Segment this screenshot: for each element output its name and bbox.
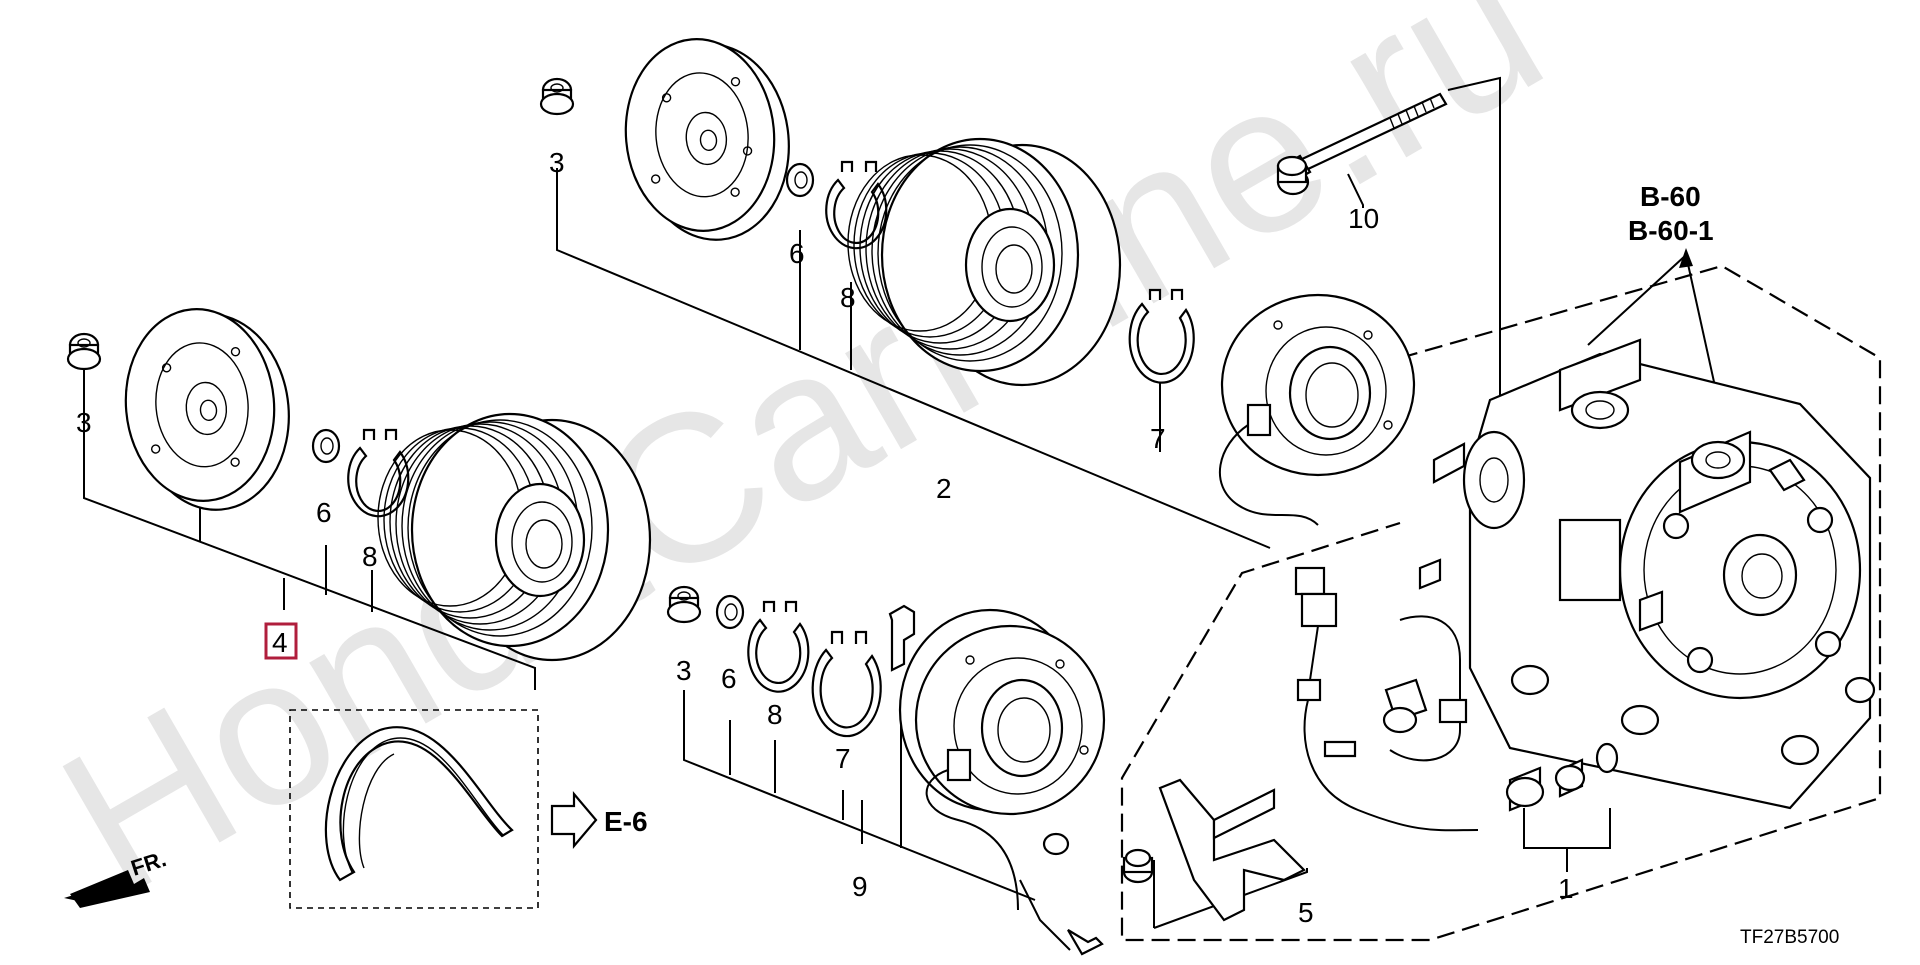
shim-middle [715,594,745,630]
pressure-plate-left [124,308,290,511]
clutch-kit-left [66,308,652,662]
flange-nut-top [539,77,575,116]
pressure-plate-top [624,38,790,241]
field-coil-middle [898,608,1106,956]
callout-6-top: 6 [789,238,805,269]
leader-lines [83,76,1719,929]
callout-7-top: 7 [1150,423,1166,454]
callout-4-highlight [264,622,298,660]
snap-ring-top [825,160,888,250]
callout-6-left: 6 [316,497,332,528]
callout-5: 5 [1298,897,1314,928]
snap-ring-8-middle [747,600,810,693]
bolt-10 [1276,92,1448,196]
callout-1: 1 [1558,873,1574,904]
pulley-left [377,412,652,662]
diagram-code: TF27B5700 [1740,927,1839,948]
ref-arrow-e6[interactable]: E-6 [550,790,648,850]
ref-e6-label: E-6 [604,806,648,837]
callout-8-left: 8 [362,541,378,572]
shim-top [785,162,815,198]
snap-ring-left [347,428,410,518]
flange-nut-left [66,332,102,371]
callout-3-left: 3 [76,407,92,438]
callout-8-top: 8 [840,282,856,313]
pulley-top [847,137,1122,387]
callout-3-middle: 3 [676,655,692,686]
dashed-boundaries [289,264,1882,942]
shim-left [311,428,341,464]
callout-2: 2 [936,473,952,504]
clutch-kit-middle [666,585,1106,956]
callouts: 3 6 8 2 7 10 3 6 8 4 3 6 8 7 9 5 1 [76,147,1574,928]
fitting-1 [1505,742,1619,812]
clutch-kit-top [539,38,1416,526]
flange-nut-middle [666,585,702,624]
callout-10: 10 [1348,203,1379,234]
ref-b60-label: B-60 [1640,181,1701,212]
callout-3-top: 3 [549,147,565,178]
callout-7-middle: 7 [835,743,851,774]
snap-ring-7-top [1128,288,1195,384]
callout-6-middle: 6 [721,663,737,694]
belt-detail [324,726,514,882]
bracket-5 [1122,778,1306,922]
compressor-body [1432,338,1876,810]
callout-8-middle: 8 [767,699,783,730]
bracket-clip-middle [888,604,916,672]
ref-b60-1-label: B-60-1 [1628,215,1714,246]
callout-9: 9 [852,871,868,902]
ref-b60[interactable]: B-60 B-60-1 [1628,181,1714,246]
callout-4: 4 [272,627,288,658]
snap-ring-7-middle [811,630,882,738]
sensor-harness [1294,558,1664,832]
field-coil-top [1219,293,1416,526]
